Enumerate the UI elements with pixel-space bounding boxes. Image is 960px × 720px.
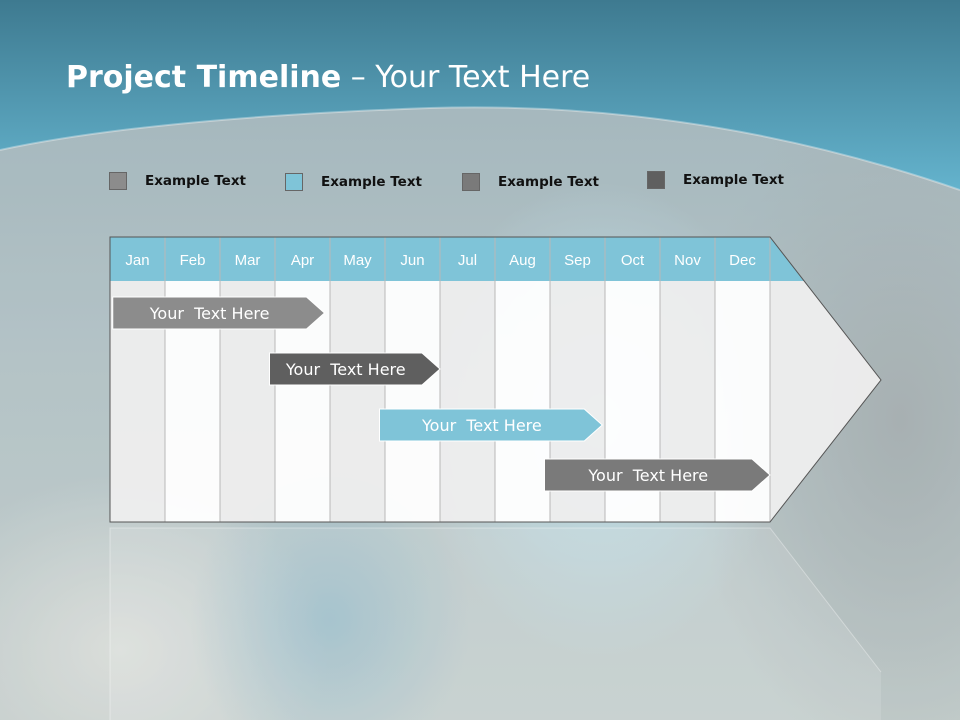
timeline-outline: [109, 236, 882, 523]
legend-swatch: [109, 172, 127, 190]
task-bar-shape: [379, 408, 604, 442]
legend-label: Example Text: [321, 174, 422, 190]
task-bar: Your Text Here: [112, 296, 326, 330]
outline-path: [109, 236, 882, 523]
legend-item: Example Text: [109, 171, 246, 191]
header-band: [110, 237, 805, 281]
page-title-rest: – Your Text Here: [341, 60, 591, 95]
task-bar-label: Your Text Here: [587, 466, 708, 485]
month-column: [385, 281, 440, 522]
task-bar: Your Text Here: [269, 352, 441, 386]
month-label: Apr: [291, 252, 314, 269]
page-title-bold: Project Timeline: [66, 60, 342, 95]
task-bar-shape: [544, 458, 771, 492]
task-bar-label: Your Text Here: [149, 304, 270, 323]
month-label: Feb: [180, 252, 206, 269]
task-bar: Your Text Here: [544, 458, 771, 492]
legend-item: Example Text: [462, 172, 599, 192]
month-label: Aug: [509, 252, 536, 269]
month-label: Jun: [400, 252, 424, 269]
month-label: Sep: [564, 252, 591, 269]
month-label: Mar: [235, 252, 261, 269]
legend-label: Example Text: [683, 172, 784, 188]
arrow-head: [770, 237, 881, 522]
legend-label: Example Text: [145, 173, 246, 189]
page-title: Project Timeline – Your Text Here: [66, 60, 590, 95]
task-bar-shape: [269, 352, 441, 386]
task-bar-shape: [112, 296, 326, 330]
month-column: [330, 281, 385, 522]
month-column: [440, 281, 495, 522]
timeline-reflection: [109, 527, 882, 720]
reflection-fill: [110, 528, 881, 720]
legend-label: Example Text: [498, 174, 599, 190]
month-label: Jul: [458, 252, 477, 269]
header-banner: [0, 0, 960, 191]
legend-swatch: [647, 171, 665, 189]
legend-swatch: [285, 173, 303, 191]
legend-swatch: [462, 173, 480, 191]
month-label: Dec: [729, 252, 756, 269]
reflection-edge: [109, 527, 882, 720]
month-label: May: [343, 252, 372, 269]
month-column: [495, 281, 550, 522]
task-bar-label: Your Text Here: [285, 360, 406, 379]
legend-item: Example Text: [285, 172, 422, 192]
month-label: Nov: [674, 252, 701, 269]
month-label: Oct: [621, 252, 645, 269]
task-bar-label: Your Text Here: [421, 416, 542, 435]
month-header: Jan Feb Mar Apr May Jun Jul Aug Sep Oct Nov Dec: [110, 237, 805, 522]
month-label: Jan: [125, 252, 149, 269]
legend-item: Example Text: [647, 170, 784, 190]
task-bar: Your Text Here: [379, 408, 604, 442]
